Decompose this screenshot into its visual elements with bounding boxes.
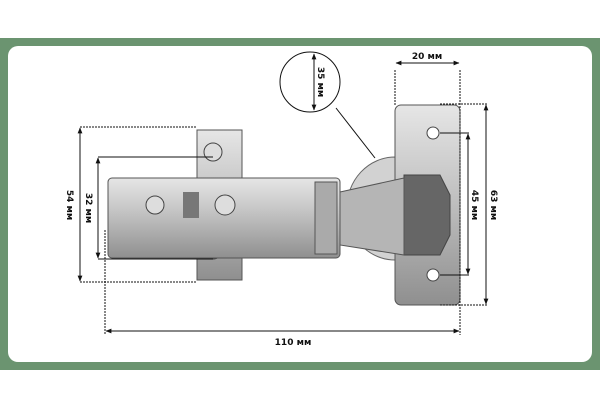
plate-height-label: 63 мм (488, 190, 498, 220)
plate-holes-label: 45 мм (469, 190, 479, 220)
base-height-label: 54 мм (64, 190, 74, 220)
screw-icon (214, 194, 236, 216)
mount-hole-icon (426, 126, 440, 140)
screw-icon (145, 195, 165, 215)
hinge-arm (107, 177, 341, 259)
dimension-lines (77, 51, 489, 335)
hinge-cup (339, 104, 461, 306)
total-length-label: 110 мм (275, 338, 312, 348)
mount-hole-icon (426, 268, 440, 282)
base-holes-label: 32 мм (83, 193, 93, 223)
cup-diameter-label: 35 мм (315, 67, 325, 97)
screw-icon (203, 142, 223, 162)
width-label: 20 мм (412, 52, 442, 62)
